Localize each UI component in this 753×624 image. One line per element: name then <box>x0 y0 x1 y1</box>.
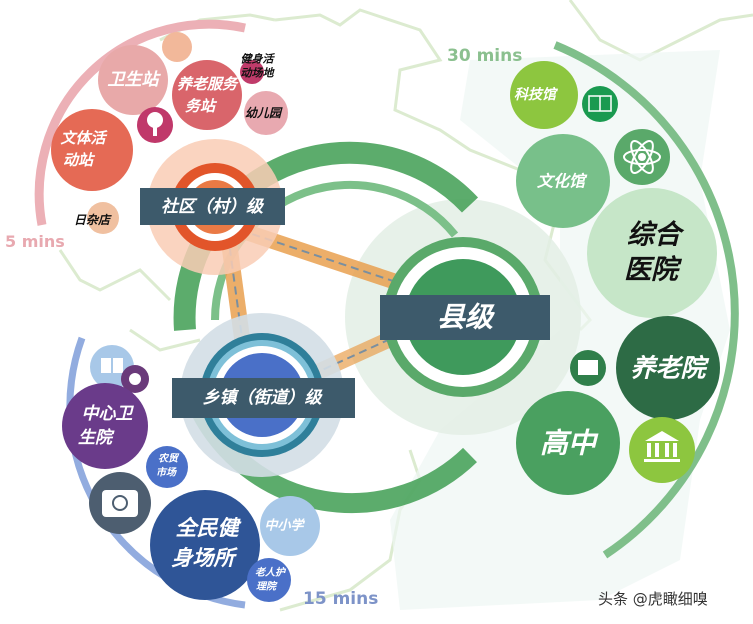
facility-nursing-home: 养老院 <box>616 316 720 420</box>
svg-text:身场所: 身场所 <box>172 546 239 570</box>
atom-icon <box>614 129 670 185</box>
svg-text:健身活: 健身活 <box>241 53 276 66</box>
facility-fitness-ground: 健身活 动场地 <box>240 53 276 84</box>
certificate-icon <box>570 350 606 386</box>
svg-text:科技馆: 科技馆 <box>514 86 559 103</box>
facility-general-hospital: 综合 医院 <box>587 188 717 318</box>
town-node[interactable]: 乡镇（街道）级 <box>172 313 355 477</box>
facility-public-fitness: 全民健 身场所 <box>150 490 260 600</box>
svg-text:全民健: 全民健 <box>176 516 242 540</box>
facility-clinic: 卫生站 <box>98 45 168 115</box>
facility-farmers-market: 农贸 市场 <box>146 446 188 488</box>
facility-culture-station: 文体活 动站 <box>51 109 133 191</box>
county-node[interactable]: 县级 <box>380 237 550 397</box>
watermark: 头条 @虎瞰细嗅 <box>598 590 708 608</box>
town-level-label: 乡镇（街道）级 <box>203 388 324 408</box>
community-node[interactable]: 社区（村）级 <box>140 139 285 275</box>
svg-text:幼儿园: 幼儿园 <box>245 106 283 120</box>
arc-5min <box>34 19 246 226</box>
palette-icon <box>121 365 149 393</box>
tree-icon <box>137 107 173 143</box>
svg-text:日杂店: 日杂店 <box>74 213 112 227</box>
svg-text:务站: 务站 <box>185 97 218 115</box>
bank-icon <box>629 417 695 483</box>
svg-text:农贸: 农贸 <box>158 453 180 465</box>
facility-culture-hall: 文化馆 <box>516 134 610 228</box>
facility-health-center: 中心卫 生院 <box>62 383 148 469</box>
time-15min: 15 mins <box>303 589 378 609</box>
svg-text:高中: 高中 <box>540 427 599 460</box>
svg-text:中心卫: 中心卫 <box>82 404 135 424</box>
facility-school: 中小学 <box>260 496 320 556</box>
svg-text:卫生站: 卫生站 <box>108 70 162 90</box>
county-level-label: 县级 <box>437 301 495 334</box>
svg-text:老人护: 老人护 <box>255 567 287 579</box>
svg-text:动站: 动站 <box>63 151 96 169</box>
svg-text:动场地: 动场地 <box>241 67 276 80</box>
facility-high-school: 高中 <box>516 391 620 495</box>
svg-text:市场: 市场 <box>156 467 177 479</box>
time-30min: 30 mins <box>447 46 522 66</box>
camera-icon <box>89 472 151 534</box>
arc-30min <box>553 41 739 559</box>
svg-text:中小学: 中小学 <box>264 518 305 534</box>
svg-text:文化馆: 文化馆 <box>537 172 588 191</box>
svg-text:医院: 医院 <box>624 255 683 286</box>
facility-grocery: 日杂店 <box>74 202 119 234</box>
community-level-label: 社区（村）级 <box>161 197 265 217</box>
basketball-icon <box>162 32 192 62</box>
svg-text:文体活: 文体活 <box>60 129 108 147</box>
svg-text:养老服务: 养老服务 <box>177 75 239 93</box>
svg-text:理院: 理院 <box>256 581 278 593</box>
facility-science-museum: 科技馆 <box>510 61 578 129</box>
time-5min: 5 mins <box>5 232 65 251</box>
svg-text:养老院: 养老院 <box>630 354 709 383</box>
facility-elderly-service: 养老服务 务站 <box>172 60 242 130</box>
svg-text:综合: 综合 <box>627 220 685 251</box>
facility-kindergarten: 幼儿园 <box>244 91 288 135</box>
svg-text:生院: 生院 <box>78 428 115 448</box>
facility-nursing: 老人护 理院 <box>247 558 291 602</box>
soccer-field-icon <box>582 86 618 122</box>
